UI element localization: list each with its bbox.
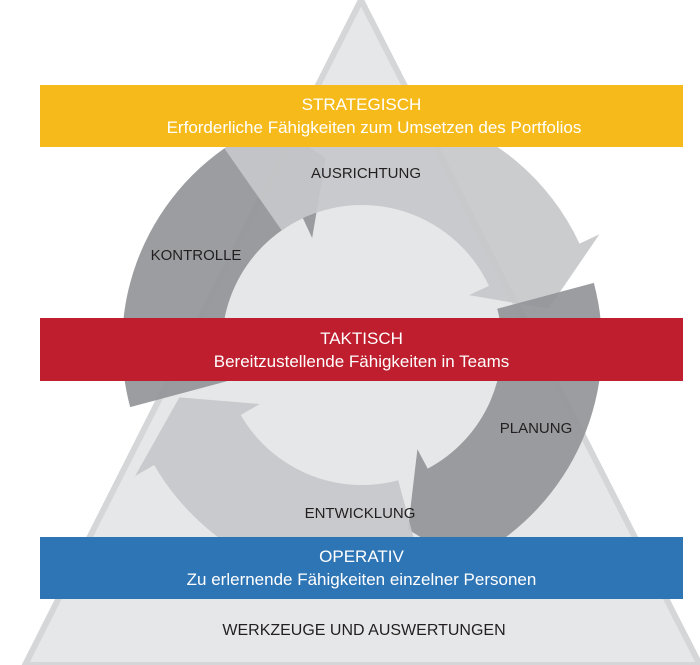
base-label: WERKZEUGE UND AUSWERTUNGEN xyxy=(222,622,506,639)
tactical-band: TAKTISCH Bereitzustellende Fähigkeiten i… xyxy=(40,318,683,381)
cycle-label-development: ENTWICKLUNG xyxy=(304,505,416,522)
strategic-band: STRATEGISCH Erforderliche Fähigkeiten zu… xyxy=(40,85,683,147)
strategic-title: STRATEGISCH xyxy=(301,95,422,114)
cycle-label-alignment: AUSRICHTUNG xyxy=(310,165,422,182)
cycle-label-planning: PLANUNG xyxy=(499,420,573,437)
tactical-title: TAKTISCH xyxy=(320,328,403,348)
operative-band: OPERATIV Zu erlernende Fähigkeiten einze… xyxy=(40,537,683,599)
operative-subtitle: Zu erlernende Fähigkeiten einzelner Pers… xyxy=(186,570,537,589)
operative-title: OPERATIV xyxy=(319,547,404,566)
cycle-label-control: KONTROLLE xyxy=(150,247,242,264)
strategic-subtitle: Erforderliche Fähigkeiten zum Umsetzen d… xyxy=(166,118,582,137)
tactical-subtitle: Bereitzustellende Fähigkeiten in Teams xyxy=(213,351,510,371)
arrow-alignment xyxy=(224,104,600,309)
